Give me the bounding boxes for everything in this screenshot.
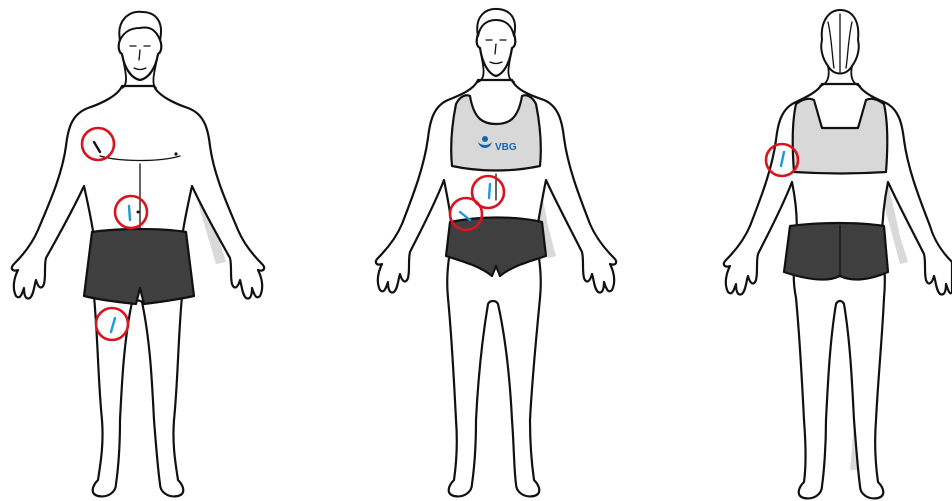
injection-mark-abdomen [129, 206, 130, 220]
injection-mark-upper-abdomen [489, 184, 490, 198]
female-back-shorts [784, 223, 888, 279]
vbg-logo-text: VBG [495, 142, 517, 153]
female-back-figure [724, 10, 952, 498]
male-front-figure [12, 12, 264, 497]
male-shorts [84, 229, 194, 304]
female-front-figure: VBG [376, 9, 616, 496]
